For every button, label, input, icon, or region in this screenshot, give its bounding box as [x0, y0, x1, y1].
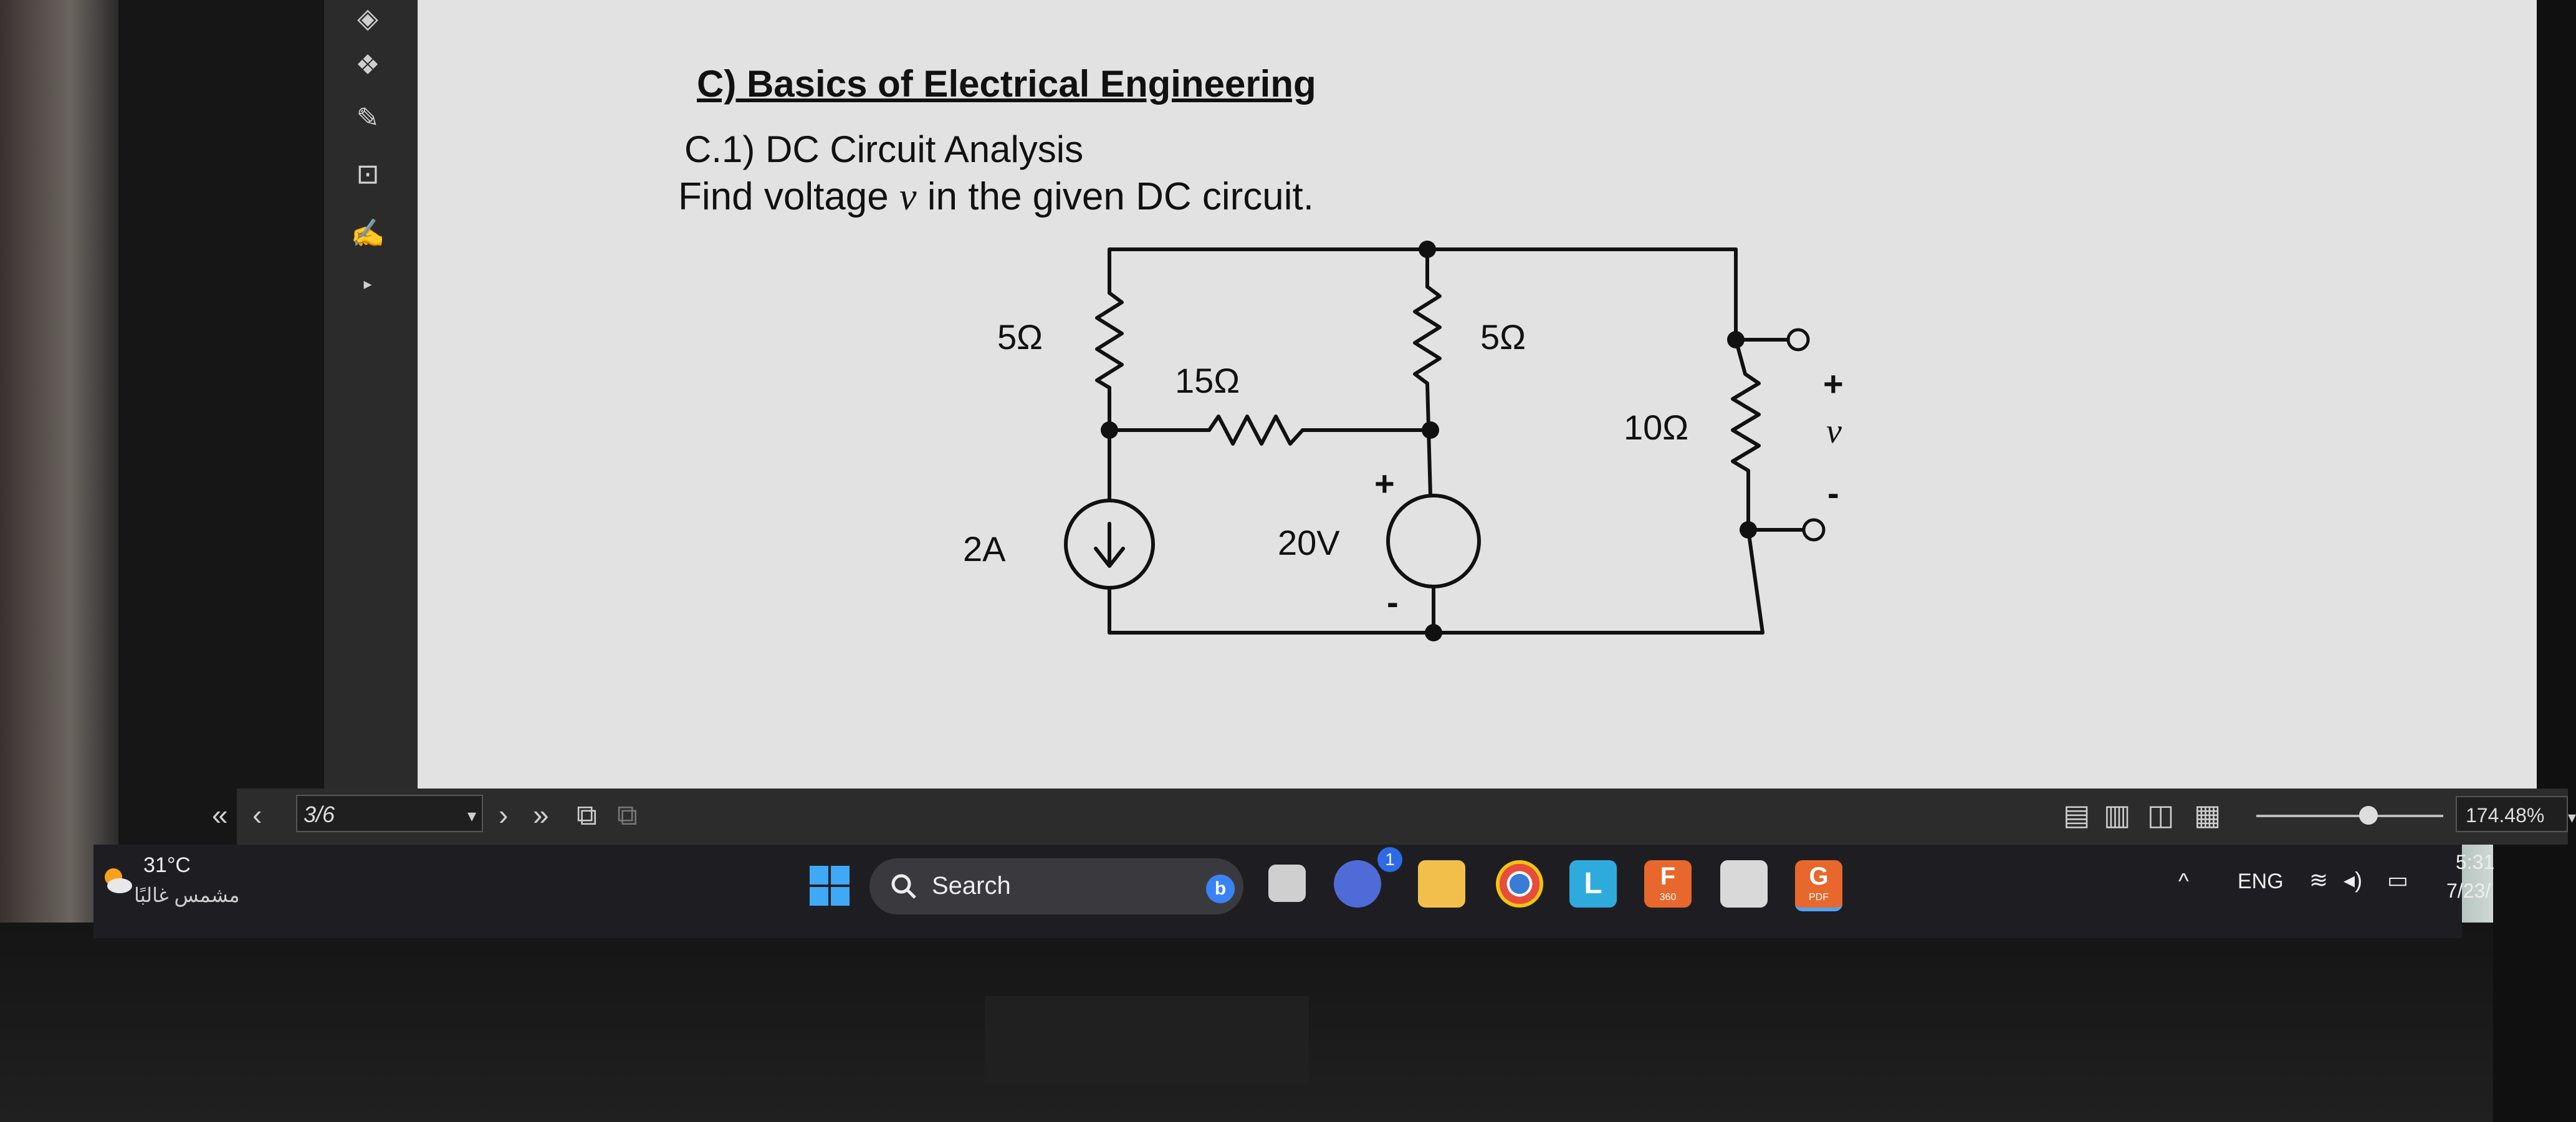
zoom-dropdown-icon[interactable]: ▾ — [2568, 808, 2576, 827]
question-prefix: Find voltage — [678, 175, 889, 218]
chrome-icon[interactable] — [1496, 860, 1543, 908]
continuous-view-icon[interactable]: ▥ — [2104, 798, 2131, 831]
node-right-top — [1727, 331, 1745, 348]
circuit-diagram: 5Ω 15Ω 5Ω 10Ω 2A 20V + - + v - — [963, 241, 1844, 641]
label-out-plus: + — [1823, 364, 1844, 403]
pen-icon[interactable]: ✎ — [356, 103, 380, 133]
voltage-source-symbol — [1386, 494, 1481, 588]
question-text: Find voltage v in the given DC circuit. — [678, 175, 1314, 219]
volume-icon[interactable]: ◂) — [2344, 867, 2363, 893]
clock-date[interactable]: 7/23/ — [2446, 880, 2491, 902]
prev-page-icon[interactable]: ‹ — [252, 798, 262, 831]
app-f360-icon[interactable]: F 360 — [1644, 860, 1692, 908]
pdf-page: C) Basics of Electrical Engineering C.1)… — [418, 0, 2537, 789]
node-bottom — [1425, 624, 1442, 641]
node-top — [1419, 241, 1436, 258]
two-page-continuous-icon[interactable]: ▦ — [2194, 798, 2221, 831]
notification-badge: 1 — [1377, 847, 1402, 872]
single-page-view-icon[interactable]: ▤ — [2063, 798, 2090, 831]
first-page-icon[interactable]: « — [212, 798, 228, 831]
label-out-minus: - — [1827, 473, 1839, 512]
windows-start-icon[interactable] — [807, 863, 852, 908]
node-right-bottom — [1740, 521, 1757, 539]
windows-taskbar: 31°C مشمس غالبًا Search b 1 L F 360 G PD… — [93, 845, 2494, 938]
zoom-slider-knob[interactable] — [2359, 806, 2378, 825]
show-hidden-icons-icon[interactable]: ^ — [2178, 868, 2189, 894]
label-vs-plus: + — [1374, 464, 1395, 503]
resistor-middle — [1207, 415, 1305, 446]
current-arrow-head — [1094, 547, 1125, 568]
pdf-left-toolbar: ◈ ❖ ✎ ⊡ ✍ ▸ — [324, 0, 418, 792]
next-page-icon[interactable]: › — [499, 798, 509, 831]
expand-arrow-icon[interactable]: ▸ — [363, 274, 372, 293]
pdf-navigation-bar: « ‹ 3/6 ▾ › » ⧉ ⧉ ▤ ▥ ◫ ▦ 174.48% ▾ — [212, 789, 2576, 845]
resistor-center — [1413, 285, 1442, 385]
wifi-icon[interactable]: ≋ — [2309, 867, 2329, 893]
two-page-view-icon[interactable]: ◫ — [2147, 798, 2175, 831]
stack-icon[interactable]: ❖ — [355, 50, 380, 80]
app-l-icon[interactable]: L — [1569, 860, 1617, 908]
terminal-plus — [1786, 328, 1810, 352]
document-subtitle: C.1) DC Circuit Analysis — [684, 128, 1084, 170]
question-suffix: in the given DC circuit. — [927, 175, 1314, 218]
node-center — [1422, 421, 1439, 439]
clock-time[interactable]: 5:31 — [2456, 851, 2495, 873]
label-r-right: 10Ω — [1624, 408, 1688, 447]
laptop-keyboard-edge — [985, 996, 1309, 1083]
label-r-left-top: 5Ω — [997, 317, 1043, 357]
zoom-level-field[interactable]: 174.48% — [2456, 796, 2568, 832]
pdf-reader-icon[interactable]: G PDF — [1795, 860, 1842, 911]
document-title: C) Basics of Electrical Engineering — [697, 63, 1316, 105]
signature-icon[interactable]: ✍ — [350, 218, 385, 249]
language-indicator[interactable]: ENG — [2238, 870, 2284, 893]
stamp-icon[interactable]: ⊡ — [356, 159, 380, 189]
battery-icon[interactable]: ▭ — [2387, 867, 2409, 893]
weather-description[interactable]: مشمس غالبًا — [134, 884, 240, 906]
weather-temperature[interactable]: 31°C — [143, 853, 191, 877]
rotate-icon[interactable]: ⧉ — [577, 798, 597, 831]
resistor-left-top — [1095, 291, 1124, 390]
teams-icon[interactable] — [1334, 860, 1381, 908]
page-number-field[interactable]: 3/6 — [296, 795, 483, 832]
partly-sunny-icon[interactable] — [100, 863, 135, 898]
search-icon — [891, 874, 916, 899]
last-page-icon[interactable]: » — [533, 798, 549, 831]
resistor-right — [1731, 372, 1761, 472]
pdf-reader-letter: G — [1809, 863, 1829, 890]
taskbar-search-box[interactable]: Search b — [869, 858, 1243, 914]
wire-center-b — [1425, 381, 1432, 497]
label-vs-minus: - — [1387, 582, 1399, 621]
screen: ◈ ❖ ✎ ⊡ ✍ ▸ C) Basics of Electrical Engi… — [118, 0, 2576, 935]
pdf-reader-sub: PDF — [1809, 892, 1829, 903]
background-wall-left — [0, 0, 118, 923]
label-r-middle: 15Ω — [1175, 361, 1240, 400]
label-voltage-source: 20V — [1278, 523, 1340, 562]
task-view-icon[interactable] — [1268, 865, 1306, 902]
label-r-center: 5Ω — [1480, 317, 1526, 357]
bing-icon[interactable]: b — [1206, 875, 1235, 903]
app-f360-sub: 360 — [1659, 892, 1677, 903]
wire-right-c — [1746, 528, 1764, 635]
layers-icon[interactable]: ◈ — [357, 3, 378, 34]
zoom-slider-track[interactable] — [2256, 815, 2443, 817]
snipping-tool-icon[interactable] — [1720, 860, 1768, 908]
duplicate-icon[interactable]: ⧉ — [617, 798, 638, 831]
search-label: Search — [932, 872, 1011, 899]
app-f360-letter: F — [1660, 863, 1676, 890]
file-explorer-icon[interactable] — [1418, 860, 1465, 908]
label-out-var: v — [1826, 412, 1842, 451]
label-current-source: 2A — [963, 529, 1006, 568]
node-left — [1101, 421, 1118, 439]
page-dropdown-icon[interactable]: ▾ — [467, 806, 477, 825]
terminal-minus — [1802, 518, 1826, 542]
question-variable: v — [899, 176, 917, 218]
